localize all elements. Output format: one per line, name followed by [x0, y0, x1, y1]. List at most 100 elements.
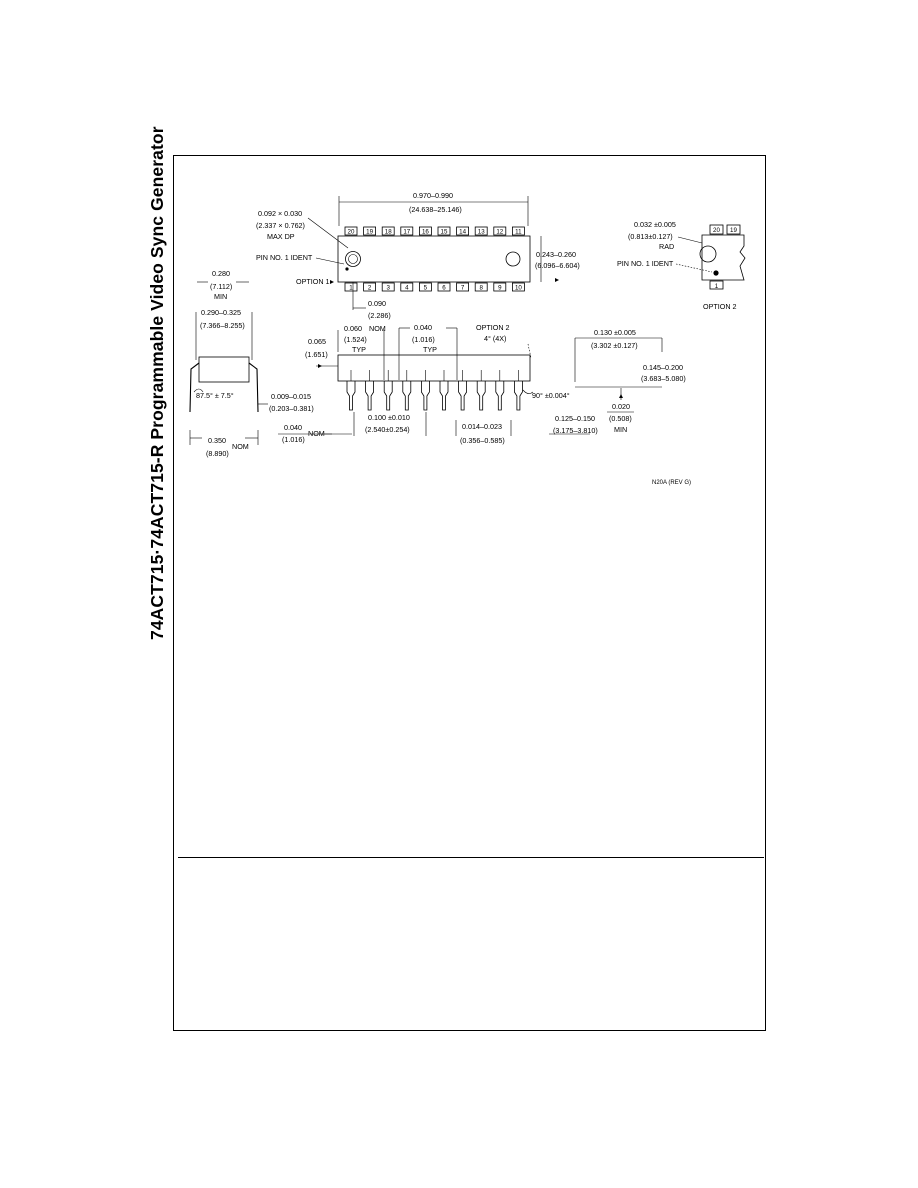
- side-lead-3: [383, 381, 393, 411]
- option2-pin-1: [709, 280, 724, 290]
- bottom-pin-4: [400, 282, 414, 292]
- top-pin-label-12: 12: [496, 229, 503, 236]
- option2-pin-20-label: 20: [713, 227, 720, 234]
- top-pin-14: [456, 226, 470, 236]
- bottom-pin-label-2: 2: [368, 285, 372, 292]
- side-lead-7: [458, 381, 467, 411]
- content-frame: [173, 155, 766, 1031]
- label-option2-angle: OPTION 2: [476, 323, 510, 332]
- option2-pin-19-label: 19: [730, 227, 737, 234]
- label-angle-4x: 4° (4X): [484, 334, 506, 343]
- label-end-mm: (1.651): [305, 350, 328, 359]
- label-pitch-wide-in: 0.040: [414, 323, 432, 332]
- label-seat-in: 0.145–0.200: [643, 363, 683, 372]
- top-pin-13: [474, 226, 488, 236]
- label-row-in: 0.280: [212, 269, 230, 278]
- side-lead-6: [439, 381, 449, 411]
- top-pin-label-11: 11: [515, 229, 522, 236]
- bottom-pin-3: [381, 282, 395, 292]
- label-tip-in: 0.090: [368, 299, 386, 308]
- label-pitch-wide-typ: TYP: [423, 345, 437, 354]
- top-pin-15: [437, 226, 451, 236]
- label-foot-note: NOM: [308, 429, 325, 438]
- side-lead-10: [514, 381, 523, 411]
- bottom-pin-2: [363, 282, 377, 292]
- label-shoulder-typ: TYP: [352, 345, 366, 354]
- bottom-pin-10: [512, 282, 525, 292]
- label-span-in: 0.290–0.325: [201, 308, 241, 317]
- label-row-note: MIN: [214, 292, 227, 301]
- bottom-pin-label-5: 5: [424, 285, 428, 292]
- option2-pin-20: [709, 224, 724, 235]
- label-option1: OPTION 1: [296, 277, 330, 286]
- side-lead-4: [402, 381, 412, 411]
- section-divider: [178, 857, 764, 858]
- label-rad-in: 0.032 ±0.005: [634, 220, 676, 229]
- top-pin-20: [344, 226, 358, 236]
- label-pitch-wide-mm: (1.016): [412, 335, 435, 344]
- top-pin-12: [493, 226, 507, 236]
- top-pin-label-18: 18: [385, 229, 392, 236]
- bottom-pin-1: [344, 282, 358, 292]
- bottom-pin-label-10: 10: [515, 285, 522, 292]
- bottom-pin-label-4: 4: [405, 285, 409, 292]
- top-pin-label-14: 14: [459, 229, 466, 236]
- bottom-pin-label-1: 1: [349, 285, 353, 292]
- side-lead-2: [365, 381, 374, 411]
- bottom-pin-label-6: 6: [442, 285, 446, 292]
- pin1-ident-inner-circle: [348, 254, 358, 264]
- label-stand-in: 0.020: [612, 402, 630, 411]
- option2-ident-circle: [699, 245, 717, 263]
- label-row-mm: (7.112): [210, 282, 232, 291]
- side-view-body: [337, 354, 531, 382]
- side-lead-8: [476, 381, 486, 411]
- top-pin-label-19: 19: [366, 229, 373, 236]
- label-height-mm: (3.302 ±0.127): [591, 341, 638, 350]
- top-pin-label-20: 20: [348, 229, 355, 236]
- pin1-dot: [345, 267, 349, 271]
- label-pitch-in: 0.100 ±0.010: [368, 413, 410, 422]
- option2-pin-1-label: 1: [715, 283, 719, 290]
- option2-pin-19: [726, 224, 741, 235]
- label-option2: OPTION 2: [703, 302, 737, 311]
- label-foot-in: 0.040: [284, 423, 302, 432]
- label-lead-w-mm: (0.356–0.585): [460, 436, 505, 445]
- label-lead-len-mm: (3.175–3.810): [553, 426, 598, 435]
- top-pin-label-15: 15: [441, 229, 448, 236]
- label-stand-note: MIN: [614, 425, 627, 434]
- bottom-pin-8: [474, 282, 488, 292]
- bottom-pin-label-8: 8: [479, 285, 483, 292]
- side-lead-9: [495, 381, 505, 411]
- top-pin-label-17: 17: [403, 229, 410, 236]
- label-shoulder-in: 0.060: [344, 324, 362, 333]
- label-end-in: 0.065: [308, 337, 326, 346]
- label-out-in: 0.350: [208, 436, 226, 445]
- bottom-pin-label-7: 7: [461, 285, 465, 292]
- option2-ident-dot: [713, 270, 719, 276]
- label-tip-mm: (2.286): [368, 311, 391, 320]
- label-seat-mm: (3.683–5.080): [641, 374, 686, 383]
- label-pitch-mm: (2.540±0.254): [365, 425, 410, 434]
- label-dia-in: 0.092 × 0.030: [258, 209, 302, 218]
- pin1-ident-circle: [345, 251, 361, 267]
- top-pin-label-16: 16: [422, 229, 429, 236]
- label-lead-thk-mm: (0.203–0.381): [269, 404, 314, 413]
- label-length-mm: (24.638–25.146): [409, 205, 462, 214]
- label-shoulder-mm: (1.524): [344, 335, 367, 344]
- drawing-id: N20A (REV G): [652, 480, 691, 486]
- label-length-in: 0.970–0.990: [413, 191, 453, 200]
- end-view: 0.280 (7.112) MIN 0.290–0.325 (7.366–8.2…: [189, 269, 314, 458]
- label-stand-mm: (0.508): [609, 414, 632, 423]
- label-lead-angle: 87.5° ± 7.5°: [196, 391, 234, 400]
- side-lead-1: [346, 381, 356, 411]
- bottom-pin-label-3: 3: [386, 285, 390, 292]
- package-body-top: [337, 235, 531, 283]
- label-pin1-ident: PIN NO. 1 IDENT: [256, 253, 313, 262]
- side-lead-5: [421, 381, 430, 411]
- label-span-mm: (7.366–8.255): [200, 321, 245, 330]
- label-pin1-ident-2: PIN NO. 1 IDENT: [617, 259, 674, 268]
- bottom-pin-label-9: 9: [498, 285, 502, 292]
- ejector-pin-circle: [505, 251, 521, 267]
- top-pin-17: [400, 226, 414, 236]
